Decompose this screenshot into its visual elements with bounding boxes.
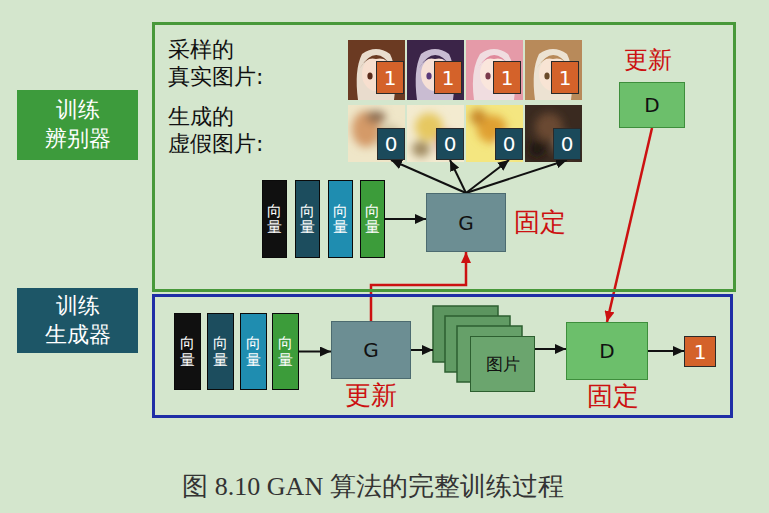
noise-vector: 向量 [272, 313, 299, 390]
vector-label: 向量 [213, 335, 228, 368]
discriminator-box: D [566, 322, 648, 380]
status-label: 固定 [514, 207, 566, 239]
noise-vector: 向量 [207, 313, 234, 390]
node-label: G [458, 211, 474, 235]
status-label: 更新 [345, 380, 397, 412]
noise-vector: 向量 [360, 180, 385, 258]
figure-caption: 图 8.10 GAN 算法的完整训练过程 [0, 469, 746, 504]
node-label: 图片 [486, 354, 520, 374]
real-label: 1 [493, 61, 521, 94]
flow-arrow [299, 351, 331, 353]
node-label: 1 [442, 66, 455, 90]
fake-label: 0 [436, 128, 464, 160]
node-label: 1 [694, 340, 707, 364]
output-label: 1 [684, 336, 716, 367]
noise-vector: 向量 [295, 180, 320, 258]
real-image [348, 40, 405, 100]
node-label: 0 [385, 132, 398, 156]
discriminator-box: D [619, 82, 685, 128]
node-label: 0 [561, 132, 574, 156]
fake-label: 0 [495, 128, 523, 160]
vector-label: 向量 [180, 335, 195, 368]
noise-vector: 向量 [328, 180, 353, 258]
vector-label: 向量 [333, 203, 348, 236]
node-label: 1 [559, 66, 572, 90]
vector-label: 向量 [267, 203, 282, 236]
generator-box: G [426, 193, 506, 252]
flow-arrow [535, 348, 566, 350]
node-label: D [644, 93, 659, 117]
row-label: 采样的 真实图片: [168, 37, 298, 91]
fake-image [407, 105, 464, 162]
vector-label: 向量 [278, 335, 293, 368]
noise-vector: 向量 [262, 180, 287, 258]
fake-image [348, 105, 405, 162]
node-label: 1 [384, 66, 397, 90]
image-stack-front: 图片 [470, 336, 535, 392]
stage-title: 训练 生成器 [17, 288, 138, 353]
real-label: 1 [551, 61, 579, 94]
real-image [525, 40, 582, 100]
fake-label: 0 [553, 128, 581, 160]
vector-label: 向量 [300, 203, 315, 236]
image-stack: 图片 [433, 306, 535, 392]
image-stack-layer [457, 326, 522, 382]
training-region: 训练 生成器向量向量向量向量G图片D1 [152, 294, 733, 418]
status-label: 更新 [624, 46, 672, 75]
fake-label: 0 [377, 128, 405, 160]
node-label: 0 [444, 132, 457, 156]
flow-arrow [648, 350, 684, 352]
flow-arrow [450, 160, 466, 193]
node-label: G [363, 338, 379, 362]
node-label: D [599, 339, 614, 363]
flow-arrow [391, 160, 466, 193]
flow-arrow [607, 128, 652, 322]
noise-vector: 向量 [174, 313, 201, 390]
fake-image [466, 105, 523, 162]
status-label: 固定 [587, 381, 639, 413]
real-label: 1 [434, 61, 462, 94]
stage-title: 训练 辨别器 [17, 90, 138, 160]
real-image [407, 40, 464, 100]
flow-arrow [385, 218, 426, 220]
vector-label: 向量 [365, 203, 380, 236]
real-label: 1 [376, 61, 404, 94]
noise-vector: 向量 [240, 313, 267, 390]
node-label: 1 [501, 66, 514, 90]
node-label: 0 [503, 132, 516, 156]
vector-label: 向量 [246, 335, 261, 368]
fake-image [525, 105, 582, 162]
flow-arrow [371, 252, 466, 321]
flow-arrow [466, 160, 567, 193]
flow-arrow [466, 160, 509, 193]
real-image [466, 40, 523, 100]
row-label: 生成的 虚假图片: [168, 104, 298, 158]
flow-arrow [411, 349, 433, 351]
generator-box: G [331, 321, 411, 379]
